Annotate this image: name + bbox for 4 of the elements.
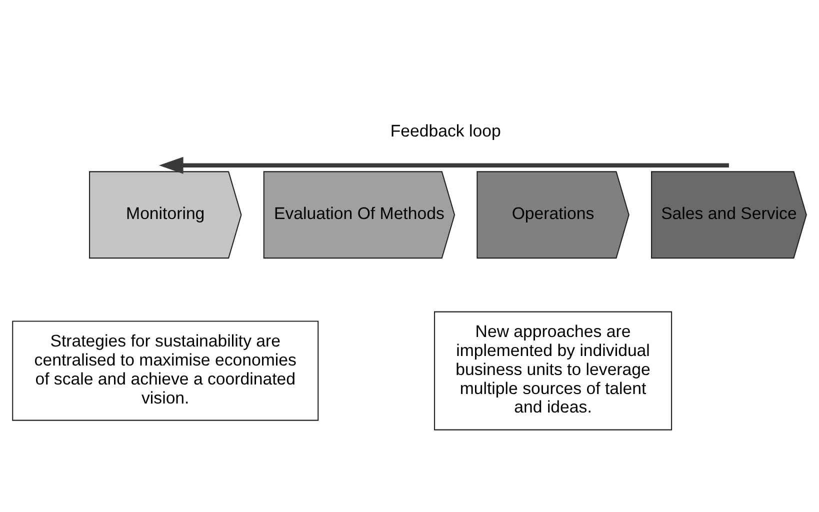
node-box: New approaches are implemented by individual business units to leverage multiple sources of talent and ideas.	[434, 310, 672, 430]
node-box: Strategies for sustainability are centralised to maximise economies of scale and achieve a coordinated vision.	[12, 320, 319, 420]
arrow	[158, 156, 729, 174]
edge-label: Feedback loop	[390, 121, 501, 140]
